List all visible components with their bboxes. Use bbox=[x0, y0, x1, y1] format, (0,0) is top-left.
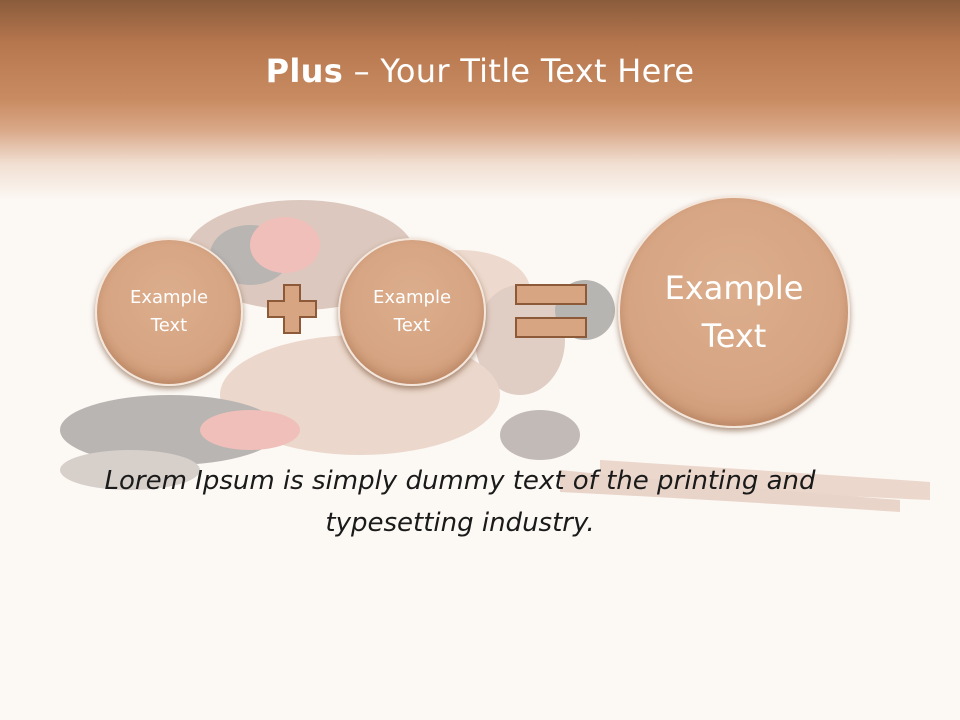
circle-right-label: Example Text bbox=[664, 269, 804, 355]
circle-middle[interactable]: Example Text bbox=[338, 238, 486, 386]
equals-icon bbox=[515, 284, 587, 338]
plus-icon bbox=[267, 284, 317, 334]
title-rest: – Your Title Text Here bbox=[343, 52, 695, 90]
title-bold: Plus bbox=[265, 52, 344, 90]
circle-right[interactable]: Example Text bbox=[618, 196, 850, 428]
caption-text: Lorem Ipsum is simply dummy text of the … bbox=[104, 466, 816, 538]
circle-middle-label: Example Text bbox=[372, 287, 452, 336]
circle-left[interactable]: Example Text bbox=[95, 238, 243, 386]
slide-title: Plus – Your Title Text Here bbox=[0, 52, 960, 90]
header-band bbox=[0, 0, 960, 200]
circle-left-label: Example Text bbox=[129, 287, 209, 336]
